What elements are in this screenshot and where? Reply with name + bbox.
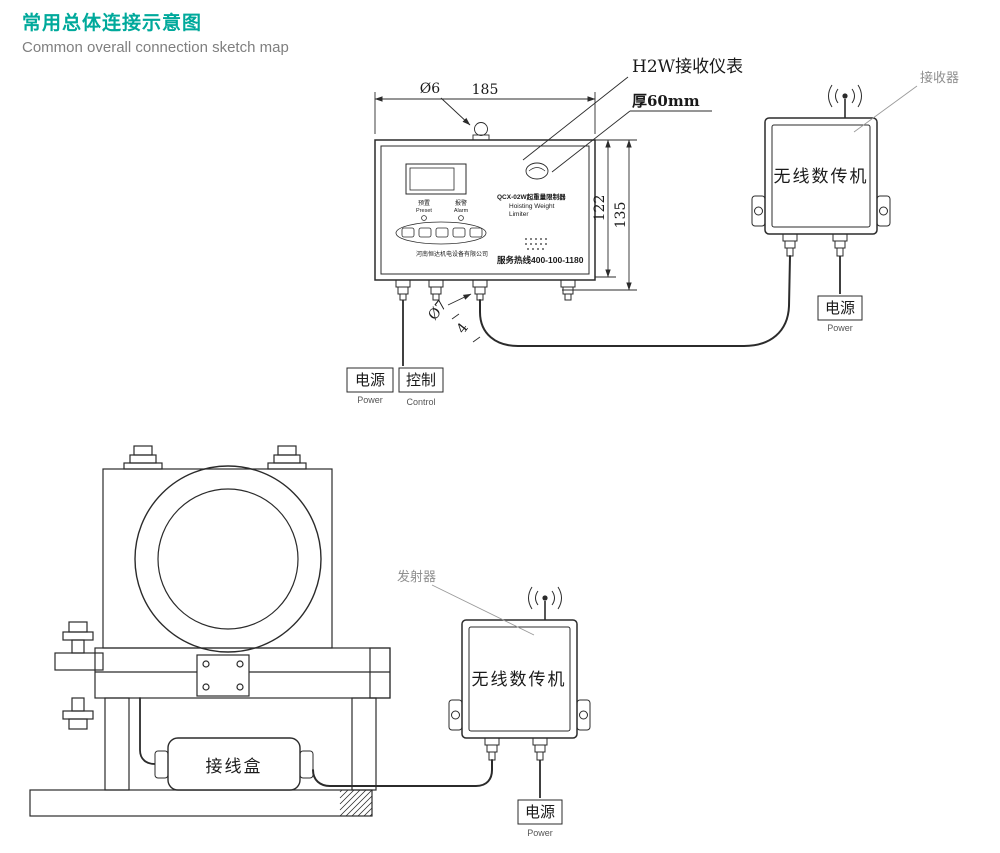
button-panel-outline	[395, 221, 487, 245]
hoist-assembly	[29, 445, 391, 817]
transmitter-power-en: Power	[527, 828, 553, 838]
thickness-callout: 厚60mm	[551, 92, 712, 173]
left-extension	[54, 652, 104, 671]
transmitter-power-label: 电源 Power	[517, 799, 563, 838]
mount-tab	[576, 699, 591, 731]
wireless-transmitter: 无线数传机	[448, 586, 591, 761]
speaker-grille-icon	[525, 238, 547, 250]
signal-waves-icon	[828, 84, 862, 108]
control-label-en: Control	[406, 397, 435, 407]
dim-hole-bottom-text: Ø7	[425, 298, 450, 324]
right-leg	[351, 697, 377, 791]
side-bolt-icon	[62, 621, 94, 654]
meter-label-text: H2W接收仪表	[632, 57, 743, 77]
base-hatch	[339, 789, 373, 817]
panel-button	[452, 227, 466, 238]
right-end-block	[369, 647, 391, 699]
receiver-power-cn: 电源	[825, 299, 855, 317]
meter-cable-glands	[395, 279, 576, 301]
signal-waves-icon	[528, 586, 562, 610]
transmitter-power-cn: 电源	[525, 803, 555, 821]
preset-led-icon	[421, 215, 427, 221]
control-label-box	[398, 367, 444, 393]
page-title: 常用总体连接示意图	[22, 13, 203, 34]
junction-to-transmitter-cable	[312, 759, 493, 787]
mount-tab	[299, 750, 314, 779]
antenna-icon	[542, 595, 548, 601]
meter-to-receiver-cable	[479, 255, 791, 347]
indicator-preset-cn: 预置	[418, 199, 430, 207]
transmitter-box-label: 无线数传机	[472, 670, 567, 690]
display-window	[405, 163, 467, 195]
receiver-box-label: 无线数传机	[774, 167, 869, 187]
dim-width-text: 185	[472, 82, 499, 98]
panel-company-text: 河南恒达机电设备有限公司	[416, 250, 488, 258]
page-subtitle: Common overall connection sketch map	[22, 39, 289, 56]
power-label-box	[346, 367, 394, 393]
power-label-cn: 电源	[355, 371, 385, 389]
mount-tab	[751, 195, 766, 227]
thickness-label-text: 厚60mm	[632, 92, 700, 110]
alarm-led-icon	[458, 215, 464, 221]
dim-height-outer-text: 135	[613, 202, 629, 229]
bottom-hole-callout: Ø7 4	[425, 293, 481, 343]
sensor-to-junction-cable	[139, 697, 156, 765]
brand-logo-icon	[525, 162, 549, 180]
panel-hotline-text: 服务热线400-100-1180	[497, 255, 584, 265]
control-label-cn: 控制	[406, 371, 436, 389]
panel-name2-text: Limiter	[509, 211, 529, 218]
mount-tab	[154, 750, 169, 779]
panel-button	[418, 227, 432, 238]
lifting-eye-icon	[474, 122, 488, 136]
receiver-power-label: 电源 Power	[817, 295, 863, 333]
dimension-width-185: 185	[374, 82, 596, 134]
antenna-icon	[842, 93, 848, 99]
top-bolt-icon	[267, 445, 307, 470]
wireless-receiver: 无线数传机	[751, 84, 891, 257]
dim-offset-text: 4	[454, 320, 472, 337]
transmitter-label-text: 发射器	[397, 569, 436, 585]
panel-button	[401, 227, 415, 238]
indicator-preset-en: Preset	[416, 208, 432, 214]
page-header: 常用总体连接示意图 Common overall connection sket…	[22, 8, 289, 56]
power-label-en: Power	[357, 395, 383, 405]
top-bolt-icon	[123, 445, 163, 470]
left-leg	[104, 697, 130, 791]
panel-name1-text: Hoisting Weight	[509, 203, 555, 210]
junction-box: 接线盒	[154, 737, 314, 791]
receiver-cable-glands	[782, 233, 848, 257]
mount-tab	[876, 195, 891, 227]
panel-model-text: QCX-02W起重量限制器	[497, 192, 566, 201]
receiver-power-en: Power	[827, 323, 853, 333]
receiver-callout: 接收器	[853, 70, 959, 133]
side-bolt-icon	[62, 697, 94, 730]
panel-button	[435, 227, 449, 238]
sensor-ring-outer	[134, 465, 322, 653]
receiver-label-text: 接收器	[920, 70, 959, 86]
dimension-heights: 122 135	[562, 139, 637, 291]
transmitter-callout: 发射器	[397, 569, 535, 636]
base-plate	[29, 789, 373, 817]
junction-box-label: 接线盒	[206, 757, 263, 777]
dim-hole-top-text: Ø6	[420, 81, 440, 97]
top-hole-callout: Ø6	[420, 81, 490, 141]
weight-limiter-meter: QCX-02W起重量限制器 Hoisting Weight Limiter 预置…	[374, 139, 596, 281]
mount-plate	[196, 654, 250, 697]
transmitter-cable-glands	[484, 737, 548, 761]
panel-button	[469, 227, 483, 238]
indicator-alarm-cn: 报警	[455, 199, 467, 207]
mount-tab	[448, 699, 463, 731]
meter-callout: H2W接收仪表	[522, 57, 743, 161]
indicator-alarm-en: Alarm	[454, 208, 469, 214]
dim-height-inner-text: 122	[592, 195, 608, 222]
meter-cable-labels: 电源 Power 控制 Control	[346, 367, 444, 407]
sensor-ring-inner	[157, 488, 299, 630]
